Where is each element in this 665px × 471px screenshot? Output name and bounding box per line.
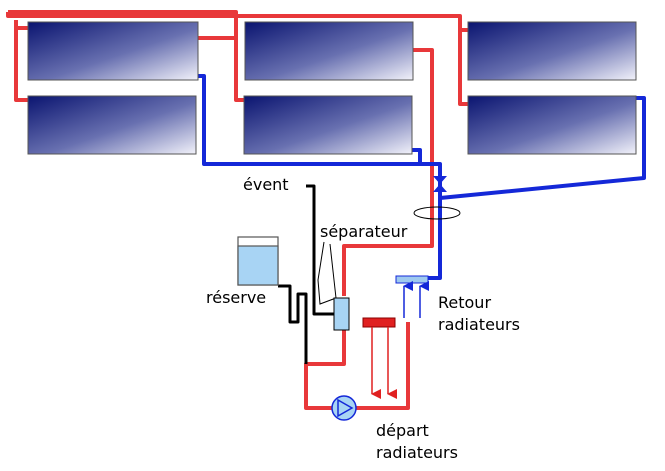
- solar-panel-2: [27, 95, 197, 155]
- reserve-pipe: [278, 284, 308, 364]
- solar-panels: [27, 21, 637, 155]
- hot-pipe-col2-out: [342, 48, 434, 296]
- solar-panel-5: [467, 21, 637, 81]
- cold-pipe-col1: [196, 74, 442, 280]
- hot-pipe-network: [6, 10, 468, 410]
- hot-pipe-col3: [458, 28, 468, 106]
- hot-pipe-col1: [14, 20, 28, 102]
- vent-pipe: [306, 184, 334, 316]
- label-reserve: réserve: [206, 288, 266, 307]
- label-event: évent: [243, 175, 289, 194]
- cold-pipe-col3: [439, 96, 646, 200]
- solar-panel-6: [467, 95, 637, 155]
- separator-icon: [333, 297, 350, 331]
- label-depart-line2: radiateurs: [376, 443, 458, 462]
- vent-pipe-network: [278, 184, 334, 364]
- cold-pipe-col2: [412, 148, 422, 164]
- valve-icon: [433, 176, 447, 192]
- hot-pipe-col2: [234, 28, 244, 102]
- label-retour-line2: radiateurs: [438, 315, 520, 334]
- cold-pipe-network: [196, 74, 646, 280]
- label-retour-line1: Retour: [438, 293, 491, 312]
- solar-panel-4: [243, 95, 413, 155]
- pump-icon: [331, 395, 357, 421]
- depart-collector: [362, 317, 396, 328]
- label-depart-line1: départ: [376, 421, 429, 440]
- solar-panel-3: [244, 21, 414, 81]
- hot-pipe-top-2: [8, 10, 238, 28]
- hot-pipe-depart: [356, 322, 410, 410]
- retour-collector: [395, 275, 429, 284]
- hot-pipe-pump-loop: [304, 330, 346, 410]
- sensor-ring-icon: [413, 206, 461, 220]
- reservoir-icon: [237, 236, 279, 286]
- label-separateur: séparateur: [320, 222, 408, 241]
- separator-link: [317, 241, 337, 305]
- solar-panel-1: [27, 21, 199, 81]
